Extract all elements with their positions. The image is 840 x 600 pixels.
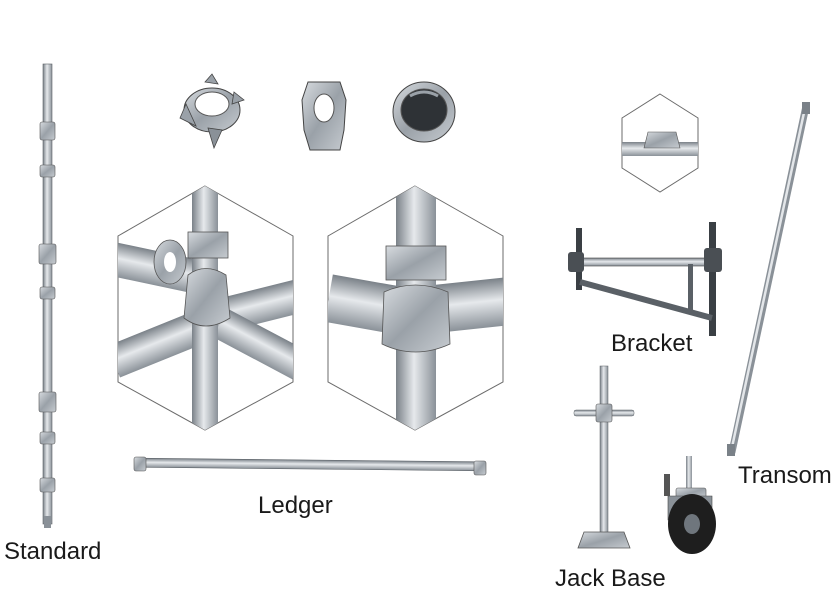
caster-wheel xyxy=(664,456,716,554)
top-cup-part xyxy=(179,73,245,150)
standard-pole xyxy=(38,63,57,528)
bracket xyxy=(568,222,722,336)
jack-base xyxy=(573,365,635,549)
standard-label: Standard xyxy=(4,538,102,565)
ledger-pipe xyxy=(133,456,487,476)
transom-pipe xyxy=(727,102,810,456)
bottom-cup-part xyxy=(392,81,456,143)
jack-base-label: Jack Base xyxy=(555,565,666,592)
ledger-label: Ledger xyxy=(258,492,333,519)
bracket-label: Bracket xyxy=(611,330,693,357)
ledger-blade-part xyxy=(301,81,347,151)
transom-label: Transom xyxy=(738,462,832,489)
node-detail-hexagon-2 xyxy=(327,185,504,431)
node-detail-hexagon-1 xyxy=(117,185,294,431)
bracket-detail-hexagon xyxy=(621,93,699,193)
